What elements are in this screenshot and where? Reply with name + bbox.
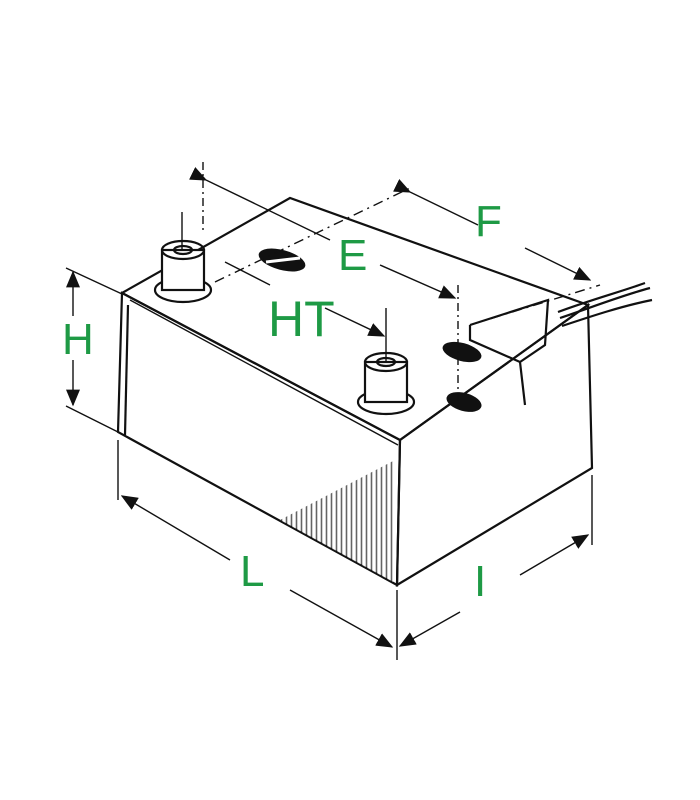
label-h: H [62, 315, 94, 364]
label-i: I [474, 557, 486, 606]
front-shading [280, 460, 395, 582]
dimension-lines [65, 162, 601, 660]
label-ht: HT [268, 291, 335, 347]
terminal-right [356, 308, 416, 416]
label-f: F [475, 197, 502, 246]
mounting-holes [258, 248, 482, 412]
transformer-box [116, 196, 653, 587]
label-l: L [240, 547, 264, 596]
label-e: E [338, 231, 367, 280]
terminal-left [153, 212, 213, 304]
box-right-face [395, 302, 594, 587]
